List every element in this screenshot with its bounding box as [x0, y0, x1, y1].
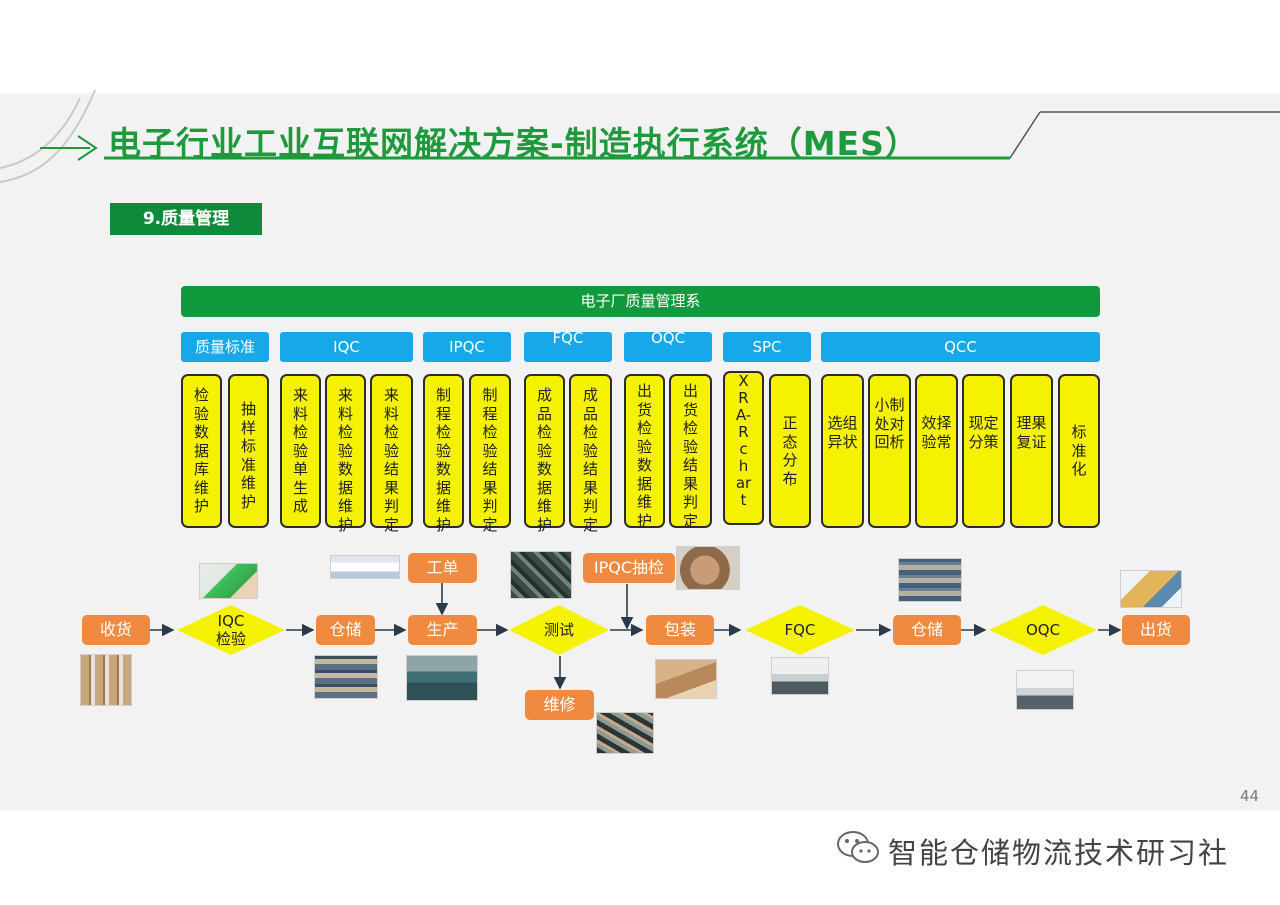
function-box: 成品检验结果判定	[569, 374, 612, 534]
page-title: 电子行业工业互联网解决方案-制造执行系统（MES）	[108, 124, 919, 163]
flow-step-production: 生产	[408, 615, 477, 645]
function-box: 抽样标准维护	[228, 374, 269, 528]
wechat-icon	[837, 831, 879, 863]
flow-step-oqc: OQC	[988, 604, 1098, 656]
category-quality-standard: 质量标准	[181, 332, 269, 362]
page-number: 44	[1240, 787, 1260, 805]
inspection-photo	[199, 563, 258, 599]
ipqc-hands-photo	[676, 546, 740, 590]
flow-step-packing: 包装	[646, 615, 714, 645]
function-box: 出货检验数据维护	[624, 374, 665, 530]
ipqc-sampling-box: IPQC抽检	[583, 553, 675, 583]
testing-equipment-photo	[510, 551, 572, 599]
flow-step-fqc: FQC	[744, 604, 856, 656]
category-ipqc: IPQC	[423, 332, 511, 362]
flow-step-storage-2: 仓储	[893, 615, 961, 645]
flow-step-receiving: 收货	[82, 615, 150, 645]
cartons-photo	[655, 659, 717, 699]
function-box: 来料检验数据维护	[325, 374, 366, 534]
section-label: 9.质量管理	[110, 203, 262, 235]
function-box: 制程检验结果判定	[469, 374, 511, 534]
function-box: 成品检验数据维护	[524, 374, 565, 534]
function-box: 标准化	[1058, 374, 1100, 528]
software-screenshot-photo	[330, 555, 400, 579]
category-qcc: QCC	[821, 332, 1100, 362]
work-order-box: 工单	[408, 553, 477, 583]
function-box: 来料检验单生成	[280, 374, 321, 528]
warehouse-shelves-photo	[314, 655, 378, 699]
function-box: 检验数据库维护	[181, 374, 222, 528]
function-box: 小制处对回析	[868, 374, 911, 528]
function-box: 效择验常	[915, 374, 958, 528]
repair-photo	[596, 712, 654, 754]
oqc-workers-photo	[1016, 670, 1074, 710]
warehouse-racks-photo	[898, 558, 962, 602]
flow-step-testing: 测试	[508, 604, 610, 656]
function-box: 正态分布	[769, 374, 811, 528]
delivery-truck-photo	[1120, 570, 1182, 608]
function-box: 理果复证	[1010, 374, 1053, 528]
function-box: 出货检验结果判定	[669, 374, 712, 530]
category-iqc: IQC	[280, 332, 413, 362]
fqc-workers-photo	[771, 657, 829, 695]
flow-step-storage: 仓储	[316, 615, 375, 645]
category-oqc: OQC	[624, 331, 712, 362]
function-box: 制程检验数据维护	[423, 374, 464, 534]
workshop-photo	[406, 655, 478, 701]
repair-box: 维修	[525, 690, 594, 720]
function-box: 选组异状	[821, 374, 864, 528]
watermark-text: 智能仓储物流技术研习社	[888, 836, 1230, 870]
flow-step-iqc: IQC检验	[176, 604, 286, 656]
category-spc: SPC	[723, 332, 811, 362]
header-decoration	[0, 90, 1280, 183]
function-box: 来料检验结果判定	[370, 374, 413, 534]
boxes-photo	[80, 654, 132, 706]
function-box: XRA-Rchart	[723, 371, 764, 525]
system-bar: 电子厂质量管理系	[181, 286, 1100, 317]
flow-step-shipping: 出货	[1122, 615, 1190, 645]
category-fqc: FQC	[524, 331, 612, 362]
function-box: 现定分策	[962, 374, 1005, 528]
